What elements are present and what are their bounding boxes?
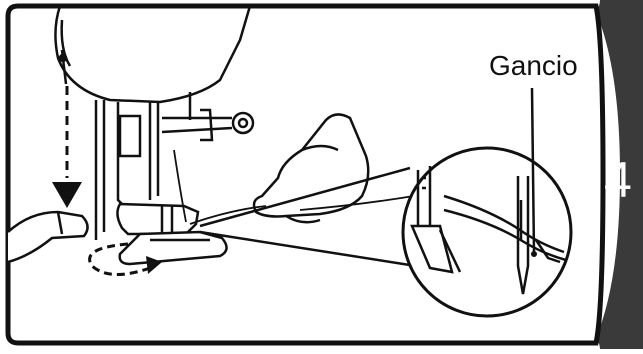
tension-knob: [162, 110, 253, 140]
step-number: 4: [604, 155, 632, 205]
zoom-circle: [403, 148, 571, 316]
gancio-pointer-dot: [531, 251, 537, 257]
down-arrow-icon: [52, 86, 82, 208]
gancio-label: Gancio: [489, 52, 578, 80]
left-hand: [8, 212, 88, 262]
